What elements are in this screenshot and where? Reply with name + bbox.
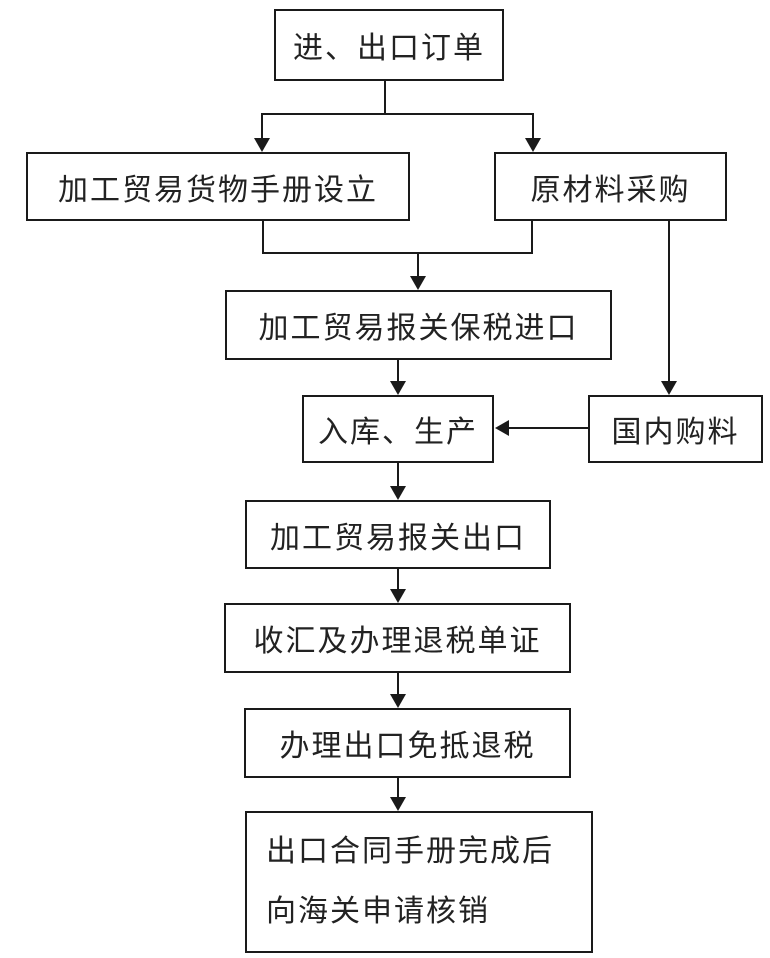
node-domestic-purchase: 国内购料 [588, 395, 763, 463]
node-bonded-import-declaration: 加工贸易报关保税进口 [225, 290, 612, 360]
edge-receipt-to-rebate-arrowhead [390, 694, 406, 708]
edge-raw-to-domestic-arrowhead [661, 381, 677, 395]
node-processing-trade-manual-setup-label: 加工贸易货物手册设立 [58, 173, 378, 207]
edge-order-to-manual-arrowhead [254, 138, 270, 152]
node-export-tax-rebate-label: 办理出口免抵退税 [279, 730, 536, 763]
edge-domestic-to-warehouse-arrowhead [495, 420, 509, 436]
node-domestic-purchase-label: 国内购料 [611, 416, 740, 449]
edge-order-to-raw-arrowhead [525, 138, 541, 152]
node-processing-trade-manual-setup: 加工贸易货物手册设立 [26, 152, 410, 221]
edge-rebate-to-verify-arrowhead [390, 797, 406, 811]
node-export-declaration: 加工贸易报关出口 [245, 500, 551, 569]
node-customs-verification-line1: 出口合同手册完成后 [266, 835, 554, 868]
node-bonded-import-declaration-label: 加工贸易报关保税进口 [258, 312, 579, 345]
node-warehouse-production-label: 入库、生产 [318, 416, 478, 449]
node-warehouse-production: 入库、生产 [302, 395, 494, 463]
edge-merge-to-bonded-arrowhead [410, 276, 426, 290]
edge-warehouse-to-export-arrowhead [390, 486, 406, 500]
node-import-export-order-label: 进、出口订单 [293, 32, 485, 65]
edge-export-to-receipt-arrowhead [390, 589, 406, 603]
node-export-declaration-label: 加工贸易报关出口 [270, 521, 526, 555]
edge-bonded-to-warehouse-arrowhead [390, 381, 406, 395]
node-raw-material-purchase-label: 原材料采购 [530, 173, 691, 207]
node-forex-rebate-documents-label: 收汇及办理退税单证 [253, 625, 542, 658]
node-customs-verification: 出口合同手册完成后 向海关申请核销 [245, 811, 593, 953]
node-import-export-order: 进、出口订单 [274, 9, 504, 81]
node-export-tax-rebate: 办理出口免抵退税 [244, 708, 571, 778]
node-raw-material-purchase: 原材料采购 [494, 152, 727, 221]
node-customs-verification-line2: 向海关申请核销 [266, 895, 490, 928]
node-forex-rebate-documents: 收汇及办理退税单证 [224, 603, 571, 673]
